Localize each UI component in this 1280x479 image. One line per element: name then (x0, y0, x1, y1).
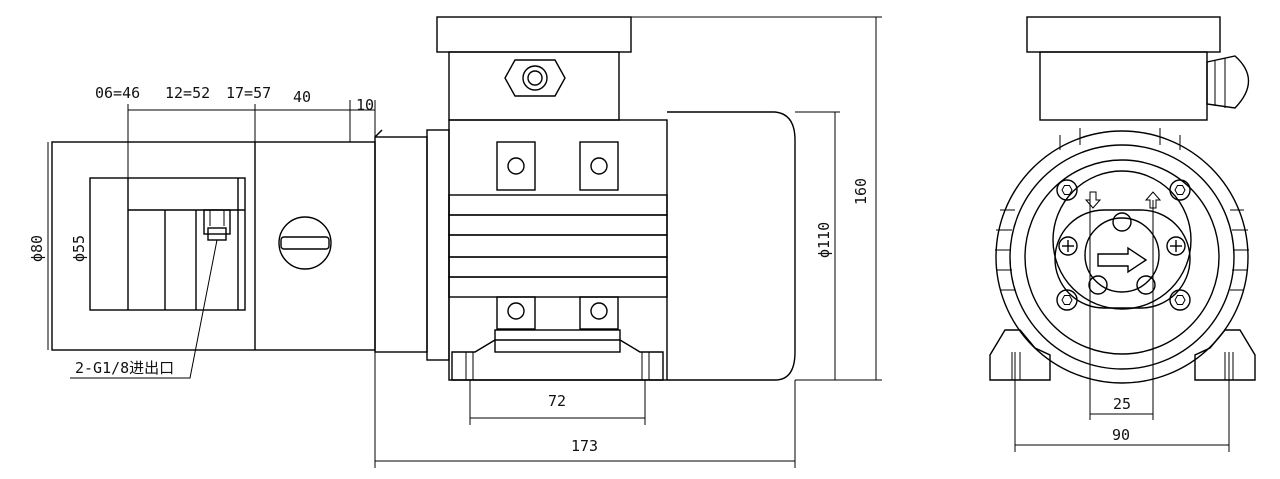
end-feet (989, 329, 1256, 381)
outlet-arrow-icon (1144, 191, 1162, 209)
dim-90: 90 (1112, 426, 1130, 444)
cable-gland (504, 59, 566, 97)
dim-40: 40 (293, 88, 311, 106)
pump-head (51, 141, 376, 351)
dim-25: 25 (1113, 395, 1131, 413)
terminal-box (436, 16, 632, 53)
dim-phi80: ϕ80 (28, 235, 46, 262)
dim-173: 173 (571, 437, 598, 455)
side-dimension-lines (47, 16, 882, 468)
flange (374, 129, 450, 361)
dim-160: 160 (852, 178, 870, 205)
cooling-fins (995, 128, 1249, 291)
end-terminal-box (1026, 16, 1221, 53)
motor-body (436, 16, 796, 381)
dim-72: 72 (548, 392, 566, 410)
dim-12-52: 12=52 (165, 84, 210, 102)
motor-housing (995, 130, 1249, 384)
port-fitting (203, 209, 231, 235)
flow-arrow-icon (1097, 246, 1148, 274)
pump-head-end (1054, 209, 1191, 309)
hex-bolts (1056, 179, 1191, 311)
end-view: 25 90 (989, 16, 1256, 452)
dim-06-46: 06=46 (95, 84, 140, 102)
screw-head (278, 216, 332, 270)
fan-cover (667, 111, 796, 381)
dim-phi55: ϕ55 (70, 235, 88, 262)
dim-10: 10 (356, 96, 374, 114)
dim-phi110: ϕ110 (815, 222, 833, 258)
side-view: 06=46 12=52 17=57 40 10 ϕ80 ϕ55 2-G1/8进出… (28, 16, 882, 468)
end-dimension-lines (1014, 200, 1230, 452)
pump-face (1052, 170, 1192, 310)
end-cable-gland (1206, 55, 1250, 109)
dim-17-57: 17=57 (226, 84, 271, 102)
port-plus-icons (1058, 236, 1186, 256)
inlet-arrow-icon (1084, 191, 1102, 209)
port-label: 2-G1/8进出口 (75, 359, 174, 377)
